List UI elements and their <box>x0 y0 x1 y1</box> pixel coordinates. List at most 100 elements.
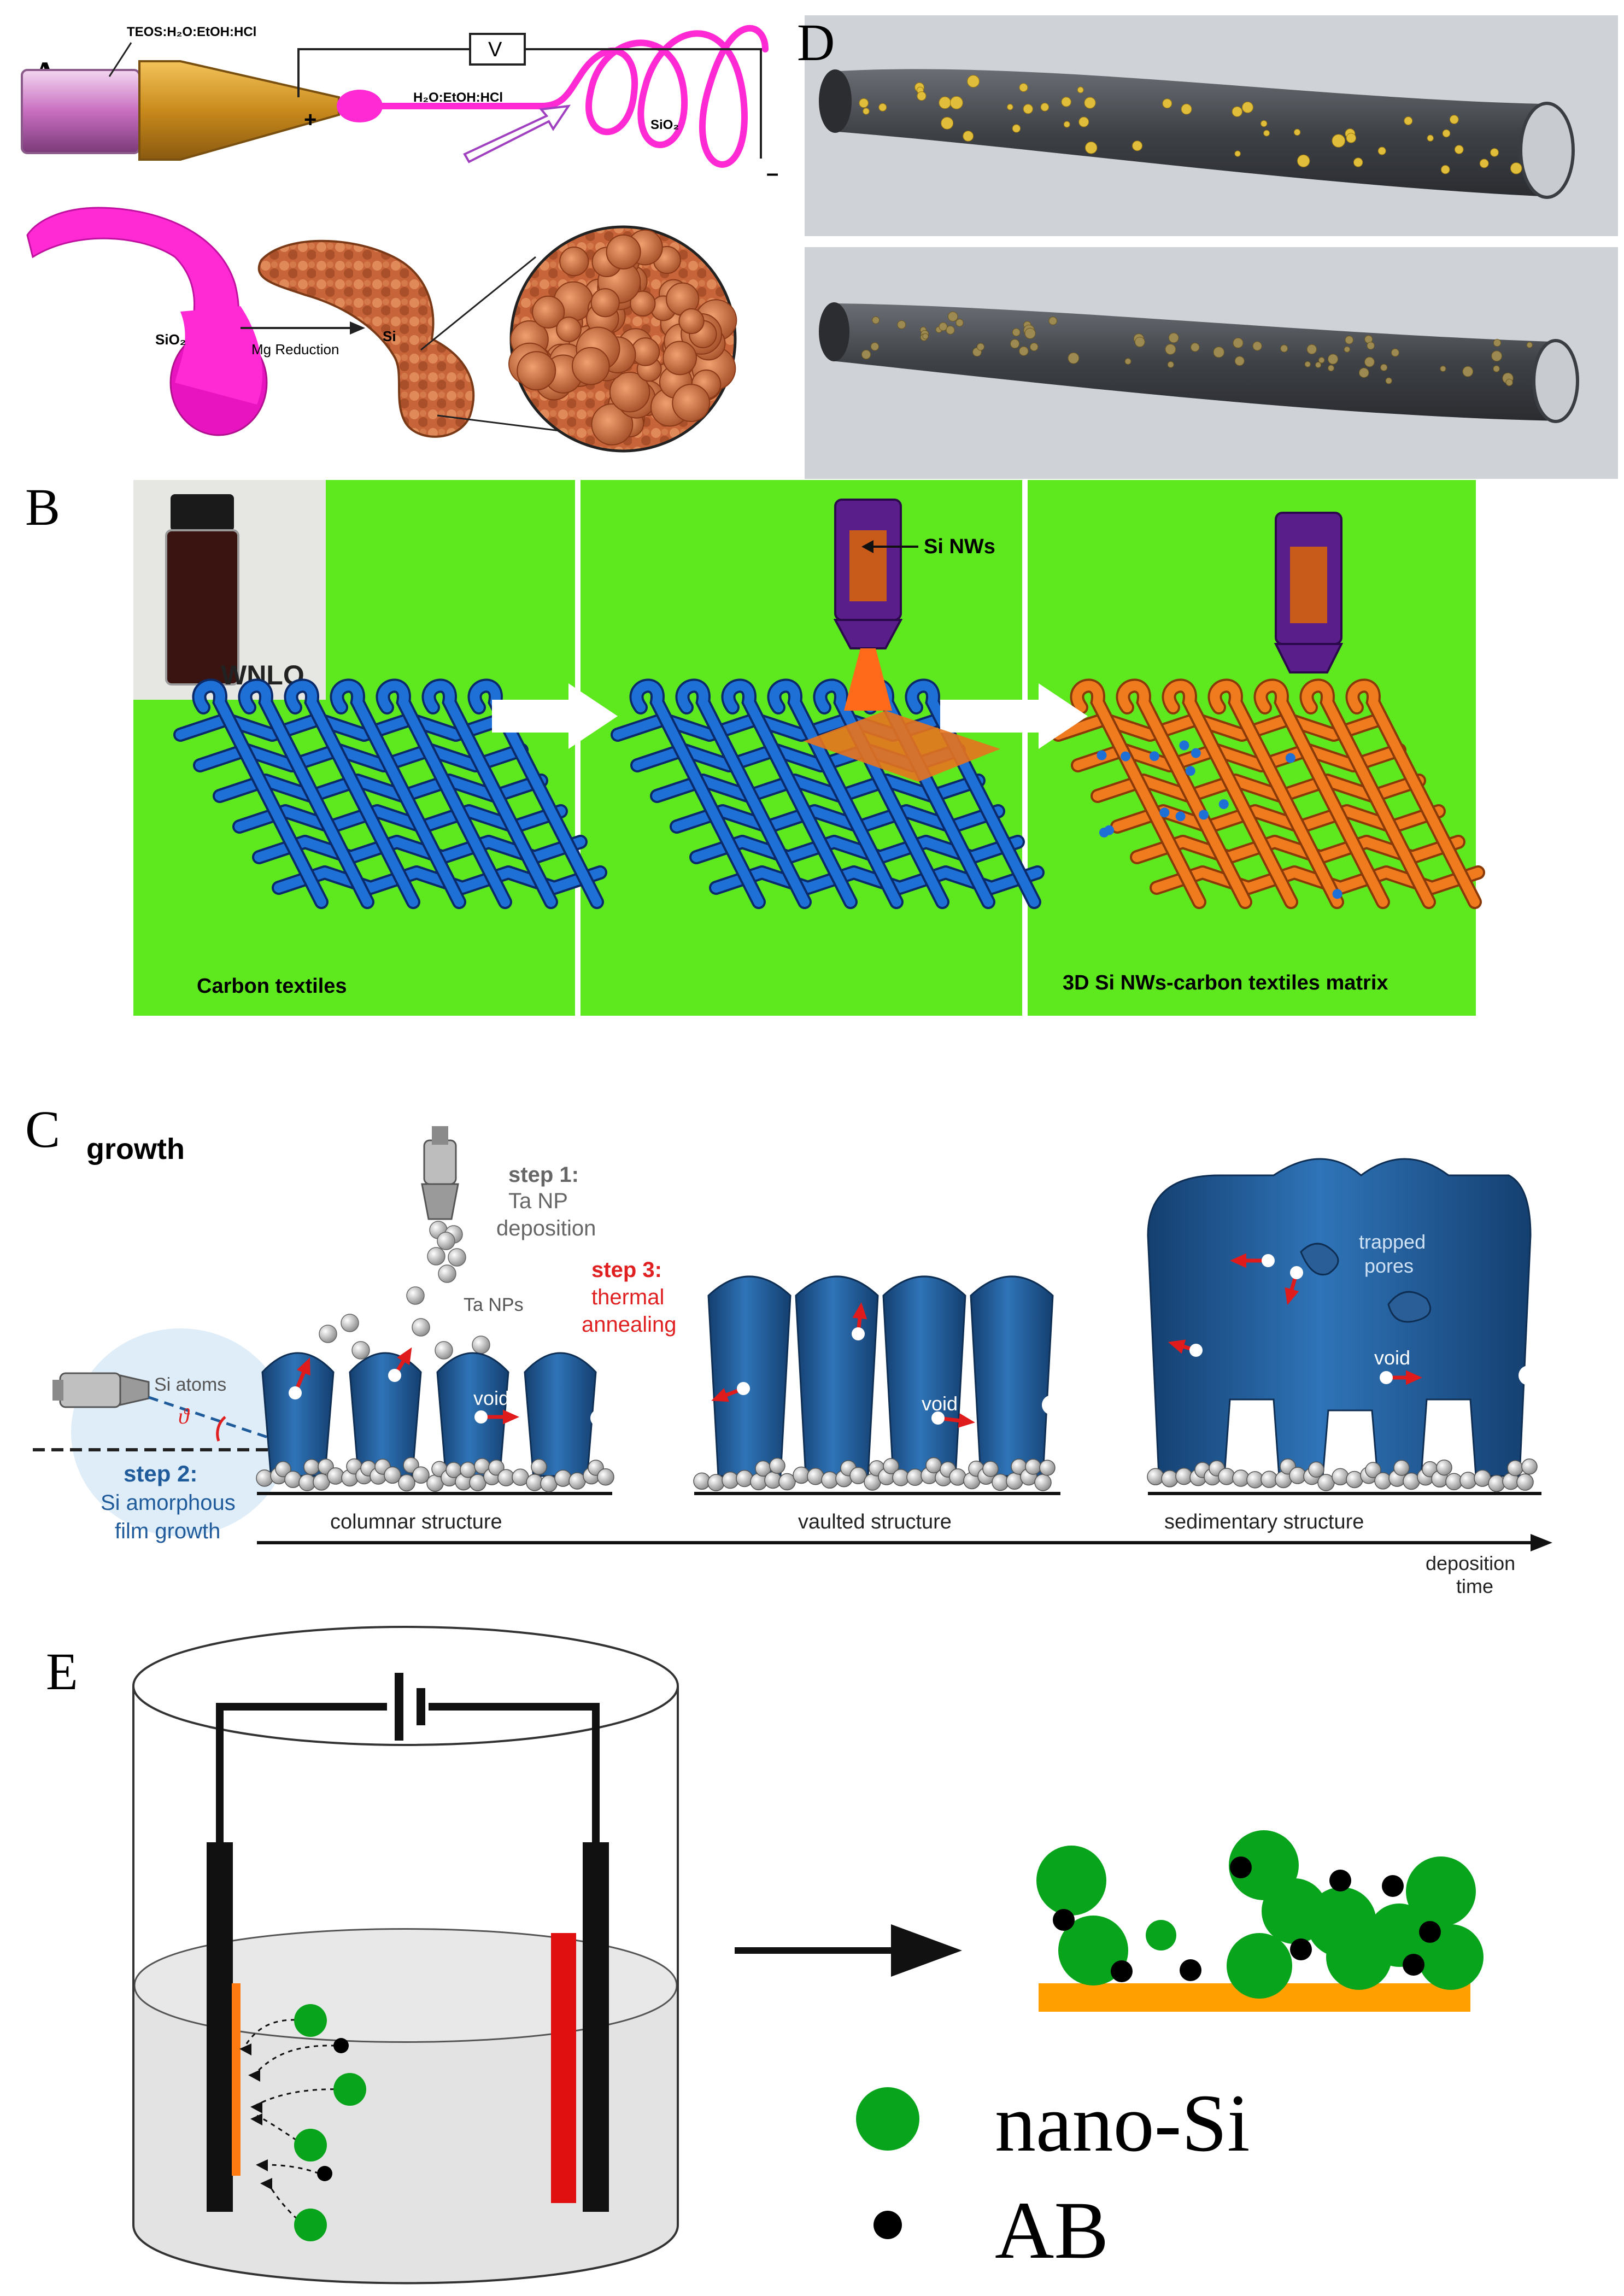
carbon-tube-top-outlet <box>1519 102 1575 199</box>
deposition-time-line1: deposition <box>1426 1552 1515 1574</box>
au-particle-embedded <box>1048 317 1058 325</box>
ta-substrate-sphere <box>1039 1460 1056 1476</box>
au-particle <box>1449 115 1459 124</box>
circuit-wire-e <box>216 1703 387 1846</box>
si-grain <box>590 288 620 318</box>
si-nws-spray <box>844 648 892 711</box>
legend-nano-si-marker <box>856 2087 919 2151</box>
si-grain <box>517 351 556 391</box>
exposed-carbon-fiber <box>1191 748 1201 758</box>
sedimentary-structure <box>1147 1158 1538 1477</box>
working-electrode <box>207 1842 233 2212</box>
exposed-carbon-fiber <box>1332 889 1342 899</box>
ta-nanoparticle <box>412 1318 430 1337</box>
si-grain <box>609 371 650 413</box>
ta-substrate-sphere <box>883 1458 899 1474</box>
voltage-label: V <box>488 38 502 61</box>
au-particle-embedded <box>897 320 906 329</box>
ta-nanoparticle <box>435 1341 453 1360</box>
ta-substrate-sphere <box>1436 1459 1452 1476</box>
diffusion-arrowhead <box>1285 1287 1299 1305</box>
textile-warp <box>1072 681 1204 907</box>
si-grain <box>630 290 656 317</box>
textile-warp <box>470 681 602 907</box>
panel-letter-d: D <box>797 13 835 72</box>
si-column <box>261 1352 335 1477</box>
vial-cap <box>171 494 234 531</box>
au-particle-embedded <box>1364 356 1375 367</box>
ta-substrate-sphere <box>1161 1470 1179 1487</box>
au-particle-embedded <box>1213 346 1224 358</box>
spinneret-nozzle <box>138 60 340 161</box>
ta-particle <box>852 1327 865 1340</box>
ta-nanoparticle <box>427 1247 445 1266</box>
theta-label: ϑ <box>178 1404 190 1428</box>
au-particle <box>1040 103 1050 112</box>
panel-d: D <box>797 13 1618 479</box>
particles-bottom <box>861 311 1533 386</box>
vaulted-structure <box>707 1275 1062 1477</box>
ta-substrate-sphere <box>384 1466 401 1484</box>
au-particle <box>939 96 951 109</box>
au-particle-embedded <box>1318 357 1325 364</box>
migrating-particles <box>239 2004 366 2241</box>
au-particle <box>1332 134 1345 148</box>
au-particle-embedded <box>1306 344 1317 355</box>
au-particle-embedded <box>1526 342 1533 348</box>
ab-particle <box>1230 1856 1252 1878</box>
au-particle-embedded <box>870 342 880 351</box>
step2-line2: film growth <box>115 1519 220 1543</box>
au-particle <box>1242 101 1253 113</box>
ta-nanoparticle <box>472 1336 490 1354</box>
si-atom-source <box>52 1372 150 1408</box>
ab-particle <box>1053 1909 1075 1931</box>
au-particle <box>859 98 869 108</box>
au-particle-embedded <box>955 319 964 327</box>
textile-weft <box>652 776 983 801</box>
ta-particle <box>737 1382 750 1395</box>
carbon-tube-bottom-inlet <box>819 302 849 361</box>
au-particle-embedded <box>1010 339 1020 349</box>
ta-substrate-sphere <box>1393 1460 1410 1476</box>
nano-si-particle <box>1058 1916 1128 1985</box>
si-column <box>707 1275 792 1477</box>
ta-nanoparticles <box>319 1221 490 1360</box>
nano-si-particle <box>1036 1846 1106 1916</box>
ta-substrate-sphere <box>398 1474 415 1492</box>
nano-si-particle <box>1406 1856 1476 1926</box>
ta-substrate-sphere <box>778 1473 796 1491</box>
panel-e: E nano-Si AB <box>46 1626 1484 2285</box>
au-particle <box>1479 159 1489 168</box>
exposed-carbon-fiber <box>1097 750 1107 760</box>
diffusion-arrowhead <box>711 1388 729 1402</box>
au-particle-embedded <box>1391 348 1399 357</box>
ta-substrate-sphere <box>531 1459 547 1475</box>
au-particle-embedded <box>1440 365 1446 372</box>
au-particle <box>1023 104 1033 114</box>
au-particle-embedded <box>1019 346 1029 356</box>
ta-particle <box>289 1386 302 1399</box>
void-notch <box>590 1409 608 1427</box>
ta-substrate-sphere <box>1332 1468 1349 1486</box>
zoom-line-top <box>420 256 536 351</box>
ta-substrate-sphere <box>488 1459 505 1476</box>
matrix-label: 3D Si NWs-carbon textiles matrix <box>1063 971 1388 994</box>
au-particle <box>1181 103 1192 115</box>
deposition-time-arrowhead <box>1531 1534 1552 1551</box>
ta-nanoparticle <box>448 1248 466 1267</box>
panel-b: B WNLO Si NWs Carbon textiles 3D Si NWs-… <box>25 478 1485 1016</box>
cathode-minus-label: – <box>766 161 778 185</box>
circuit-wire-e-right <box>429 1703 600 1846</box>
sedimentary-label: sedimentary structure <box>1164 1510 1364 1533</box>
columnar-label: columnar structure <box>330 1510 502 1533</box>
au-particle-embedded <box>1012 328 1021 337</box>
au-particle <box>1260 120 1268 127</box>
trapped-pores-line2: pores <box>1364 1255 1414 1277</box>
au-particle-embedded <box>1493 339 1502 347</box>
ta-nanoparticle <box>341 1314 359 1332</box>
nano-si-particle <box>1227 1933 1292 1999</box>
counter-electrode <box>583 1842 609 2212</box>
exposed-carbon-fiber <box>1285 753 1295 763</box>
au-particle <box>1007 104 1013 110</box>
au-particle-embedded <box>922 333 929 339</box>
